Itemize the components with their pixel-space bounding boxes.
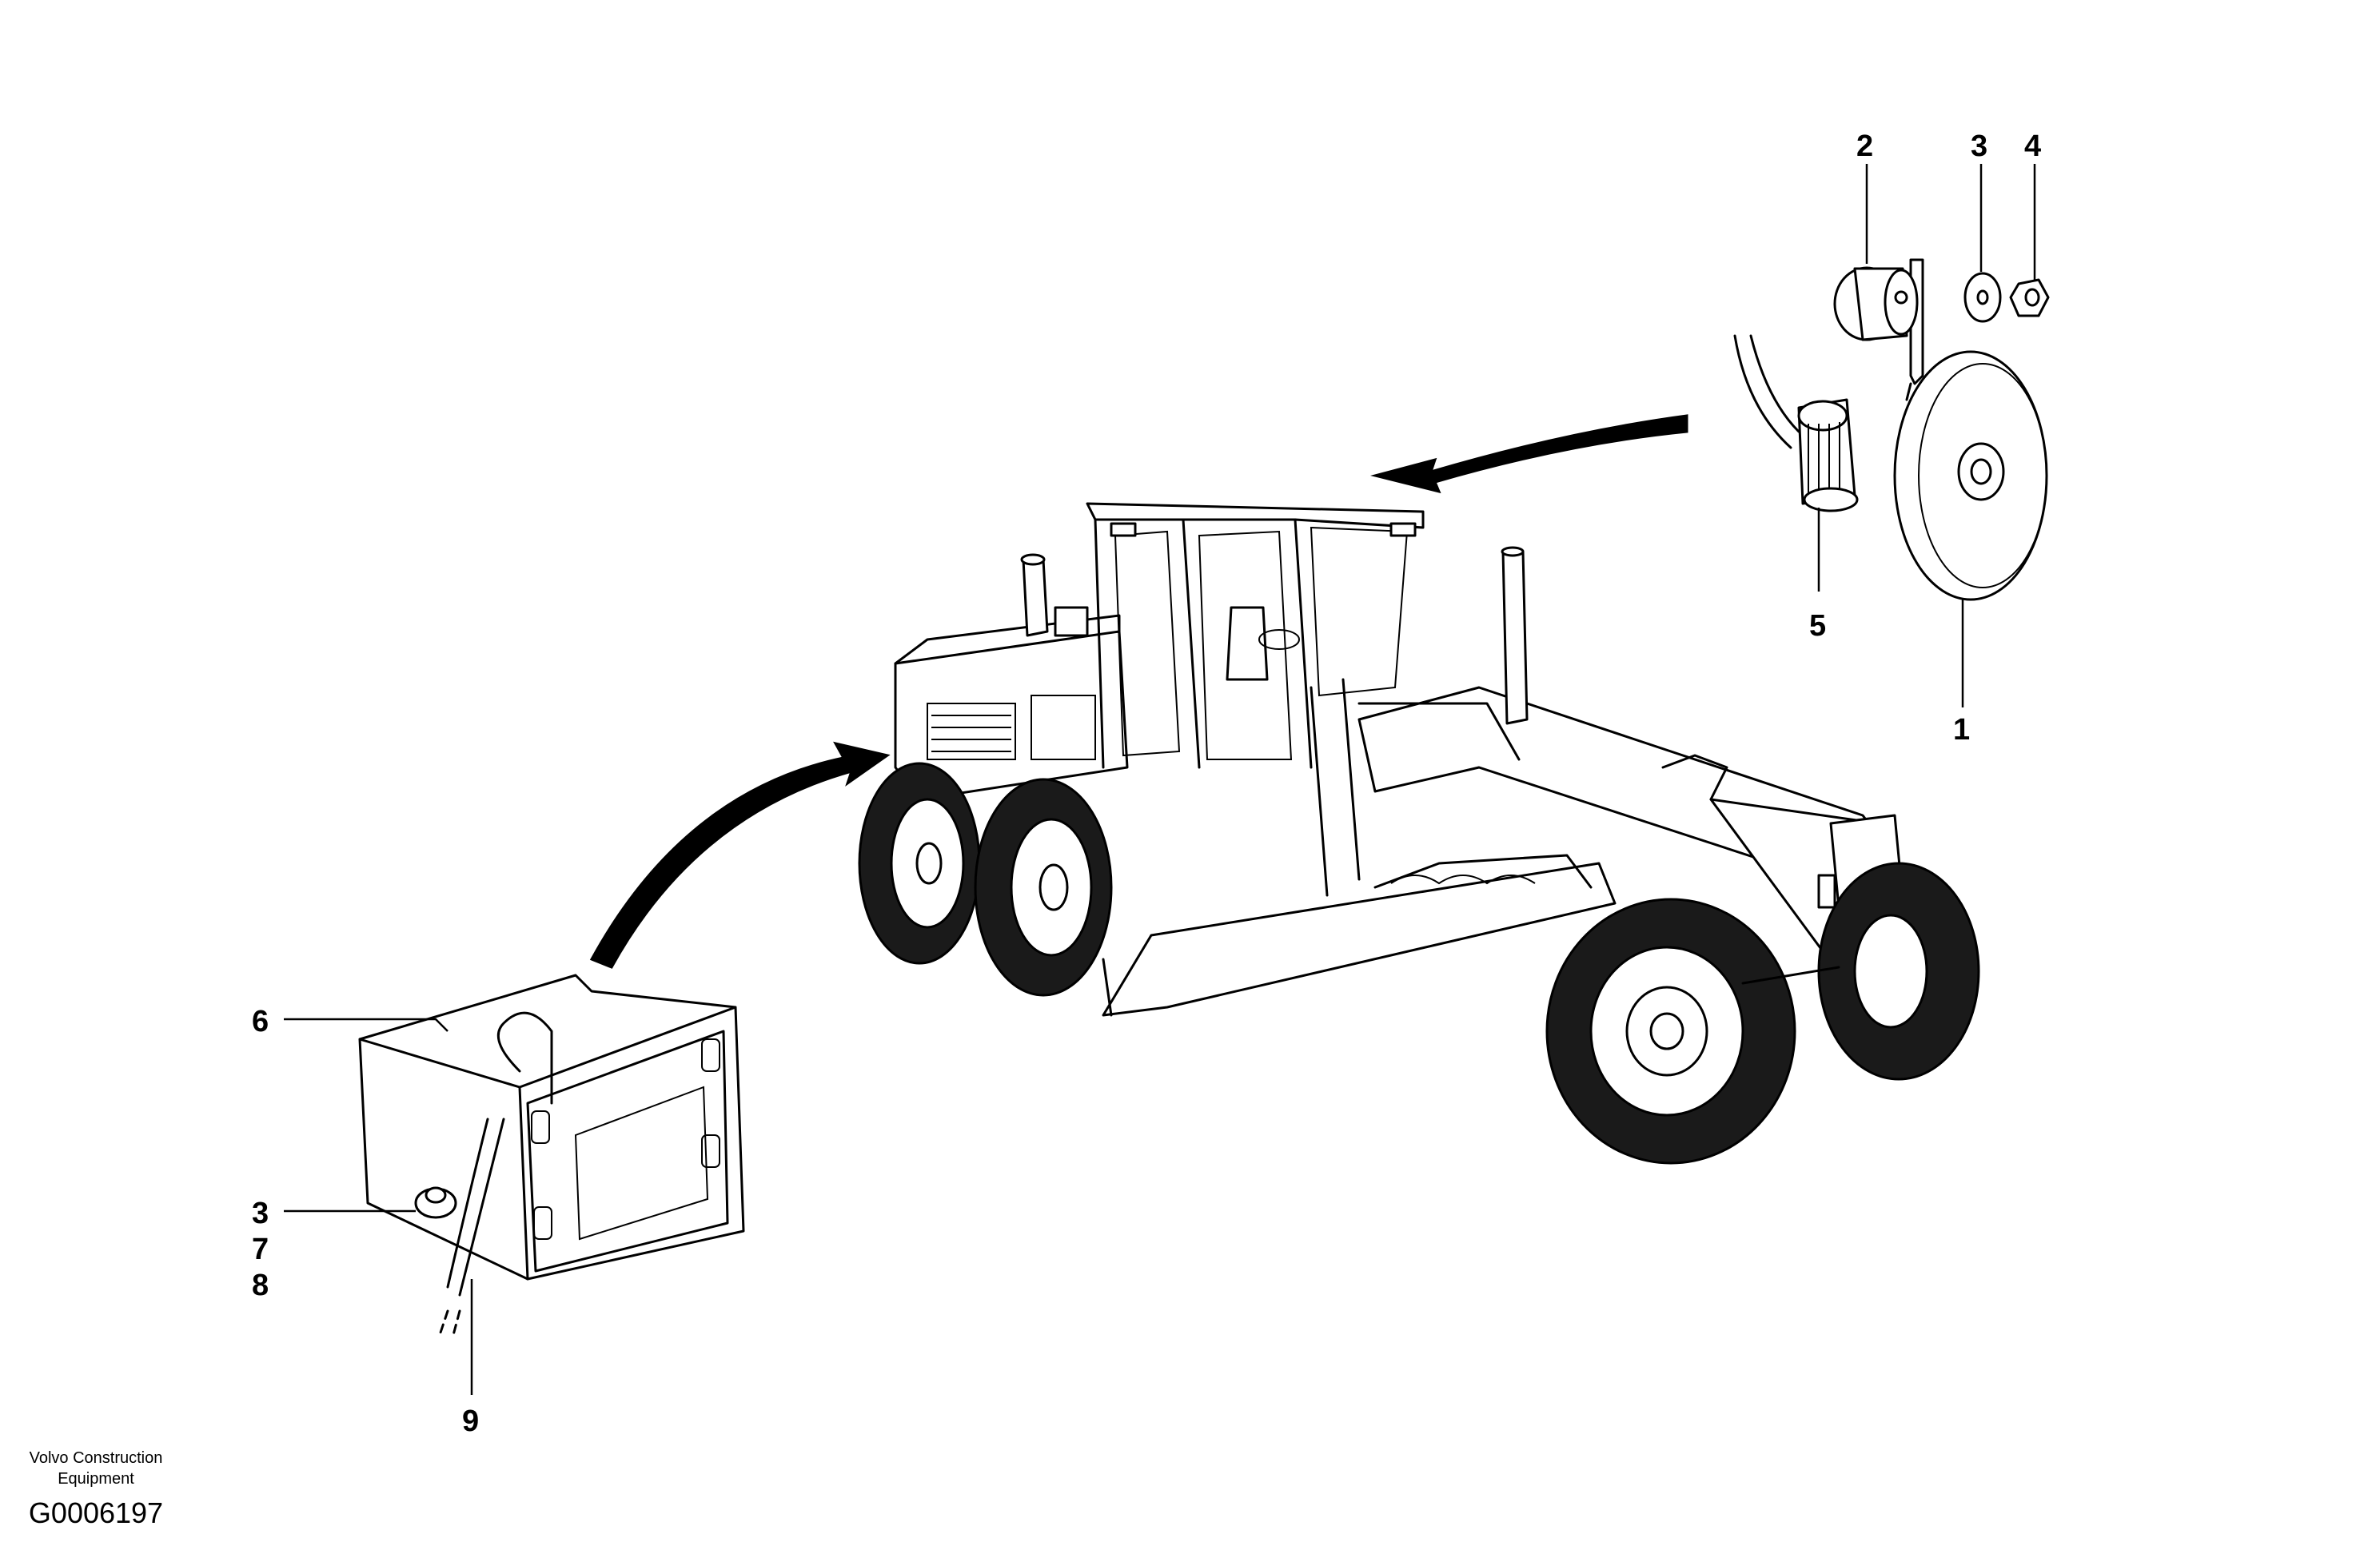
callout-1: 1 — [1953, 713, 1970, 747]
callout-8: 8 — [252, 1269, 269, 1302]
battery-assembly — [358, 974, 745, 1337]
callout-3-horn: 3 — [1971, 130, 1987, 163]
credit-line-1: Volvo Construction — [30, 1449, 163, 1467]
front-wheel-far — [1817, 862, 1980, 1081]
arrow-battery-to-machine — [589, 741, 891, 969]
nut-part-4 — [2009, 278, 2050, 317]
horn-part-1 — [1893, 350, 2048, 601]
rear-wheel-left — [858, 762, 981, 965]
footer: Volvo Construction Equipment G0006197 — [29, 1449, 163, 1529]
spacer-part-2 — [1833, 266, 1919, 341]
motor-grader — [858, 502, 1980, 1165]
connector-part-5 — [1733, 334, 1859, 512]
callout-9: 9 — [462, 1405, 479, 1438]
credit-line-2: Equipment — [58, 1470, 134, 1488]
horn-assembly — [1733, 258, 2050, 601]
front-wheel-near — [1545, 898, 1796, 1165]
callout-2: 2 — [1856, 130, 1873, 163]
figure-id: G0006197 — [29, 1496, 163, 1529]
callout-4: 4 — [2024, 130, 2041, 163]
callout-5: 5 — [1809, 609, 1826, 643]
callout-6: 6 — [252, 1005, 269, 1038]
rear-wheel-right — [974, 778, 1113, 997]
callout-7: 7 — [252, 1233, 269, 1266]
arrow-horn-to-cab — [1370, 414, 1688, 494]
leader-lines — [284, 164, 2036, 1395]
callout-labels: 2 3 4 5 1 6 3 7 8 9 — [252, 130, 2041, 1438]
washer-part-3 — [1963, 272, 2002, 323]
callout-3-battery: 3 — [252, 1197, 269, 1230]
